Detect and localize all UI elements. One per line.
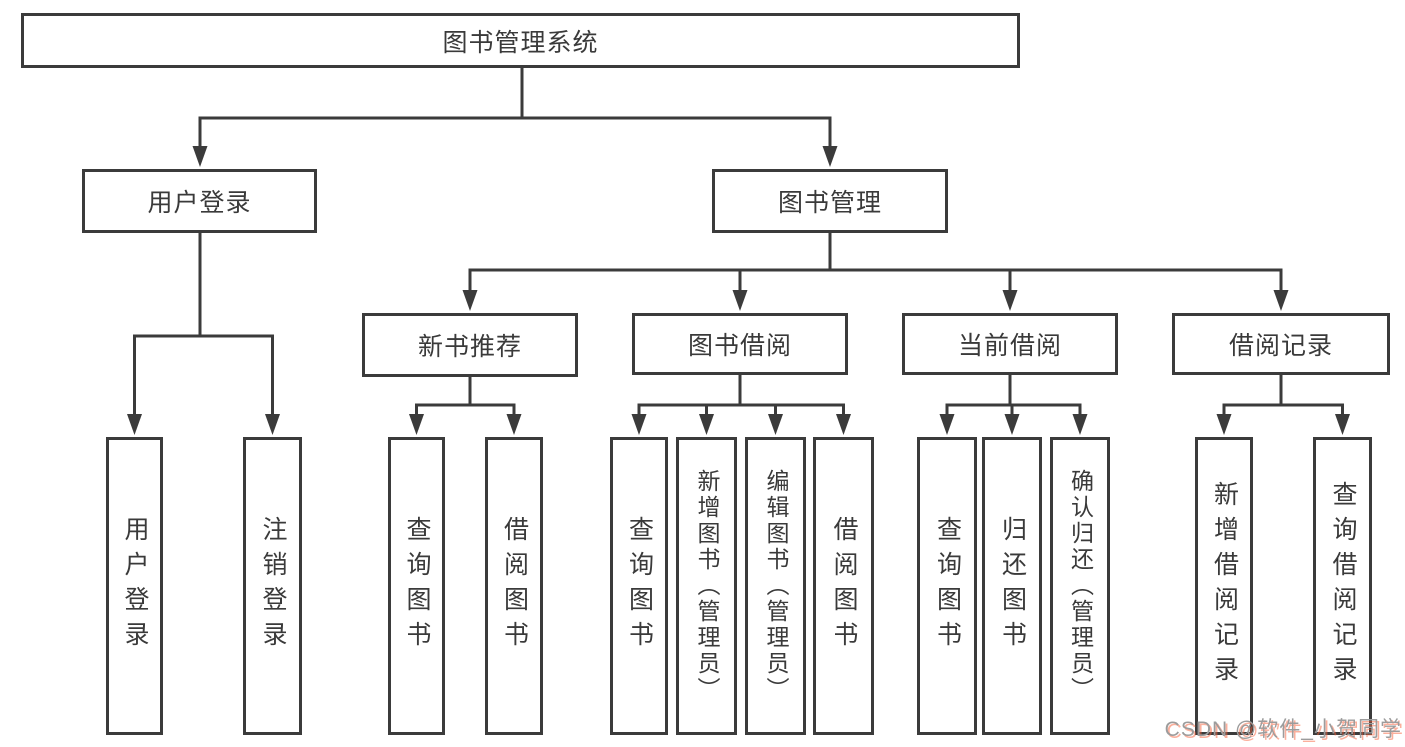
leaf-add-book-admin: 新增图书（管理员）: [676, 437, 737, 735]
leaf-add-borrow-record: 新增借阅记录: [1195, 437, 1253, 735]
node-new-book-recommend: 新书推荐: [362, 313, 578, 377]
node-current-borrowing: 当前借阅: [902, 313, 1118, 375]
node-book-management-label: 图书管理: [777, 189, 882, 217]
leaf-query-borrow-record: 查询借阅记录: [1313, 437, 1372, 735]
leaf-query-books-current: 查询图书: [917, 437, 977, 735]
leaf-confirm-return-admin: 确认归还（管理员）: [1050, 437, 1110, 735]
csdn-watermark: CSDN @软件_小贺同学: [1164, 718, 1402, 741]
node-user-login: 用户登录: [82, 169, 317, 233]
node-borrowing-records-label: 借阅记录: [1228, 332, 1333, 360]
node-new-book-recommend-label: 新书推荐: [417, 333, 522, 361]
node-user-login-label: 用户登录: [147, 189, 252, 217]
node-book-borrowing-label: 图书借阅: [687, 332, 792, 360]
node-current-borrowing-label: 当前借阅: [957, 332, 1062, 360]
leaf-query-books-borrowing: 查询图书: [610, 437, 668, 735]
node-root-system: 图书管理系统: [21, 13, 1020, 68]
leaf-user-login: 用户登录: [106, 437, 163, 735]
node-book-borrowing: 图书借阅: [632, 313, 848, 375]
node-book-management: 图书管理: [712, 169, 948, 233]
leaf-query-books-recommend: 查询图书: [388, 437, 445, 735]
leaf-borrow-books-recommend: 借阅图书: [485, 437, 543, 735]
node-borrowing-records: 借阅记录: [1172, 313, 1390, 375]
leaf-edit-book-admin: 编辑图书（管理员）: [745, 437, 806, 735]
leaf-borrow-books-borrowing: 借阅图书: [813, 437, 874, 735]
node-root-label: 图书管理系统: [442, 28, 599, 57]
leaf-logout: 注销登录: [243, 437, 302, 735]
leaf-return-book: 归还图书: [982, 437, 1042, 735]
